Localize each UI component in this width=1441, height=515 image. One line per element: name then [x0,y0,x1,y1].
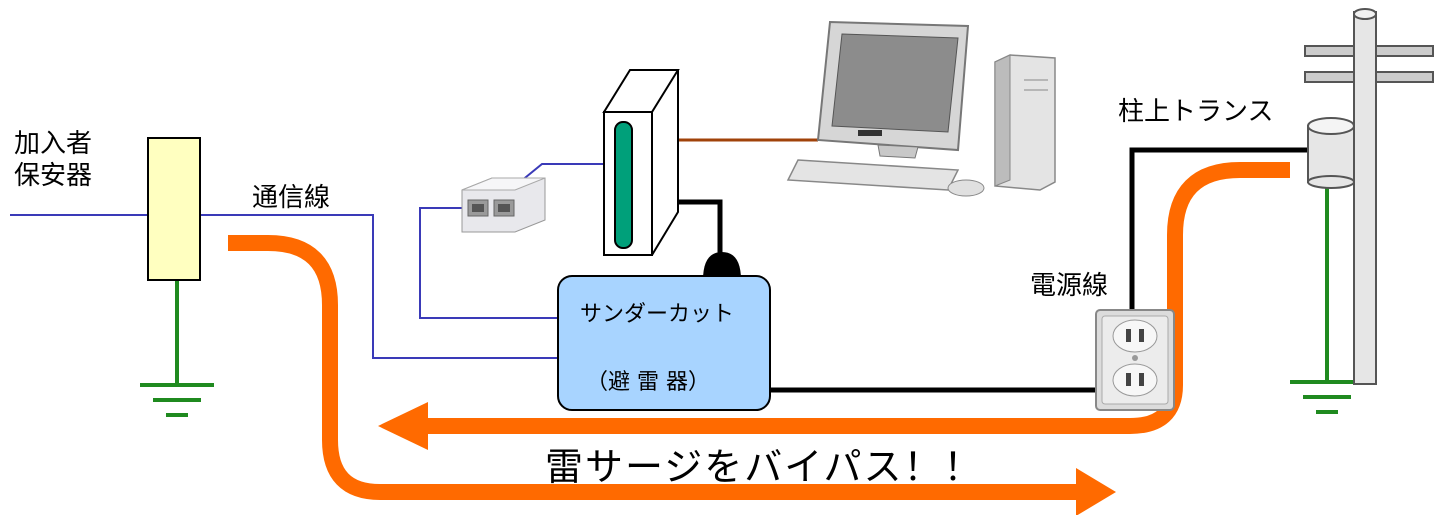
surge-arrow-inbound [425,162,1290,434]
modem-icon [602,69,680,256]
surge-arrowhead-right [1076,468,1116,515]
power-line [1129,147,1308,310]
splitter-icon [461,177,546,233]
pole-transformer-label: 柱上トランス [1118,97,1274,127]
telecom-line-label: 通信線 [252,183,331,213]
wall-outlet-icon [1095,309,1175,411]
telecom-line [200,214,558,359]
thundercut-box [557,275,771,411]
surge-arrowhead-left [378,402,428,450]
power-line-label: 電源線 [1030,271,1109,301]
power-plug [703,252,741,280]
surge-arrow-outbound [228,235,1080,500]
telecom-line-to-splitter [419,207,558,319]
subscriber-protector-label-line1: 加入者 [14,129,93,159]
utility-pole-icon [1304,8,1434,385]
ground-symbol-icon [1290,185,1364,414]
thundercut-label-line1: サンダーカット [580,302,735,327]
thundercut-label-line2: （避 雷 器） [586,370,710,395]
ground-symbol-icon [140,383,214,417]
surge-bypass-caption: 雷サージをバイパス！！ [545,445,984,489]
modem-power-cable [676,199,723,258]
subscriber-protector-label-line2: 保安器 [14,161,93,191]
personal-computer-icon [786,20,1056,197]
subscriber-protector [147,137,201,281]
